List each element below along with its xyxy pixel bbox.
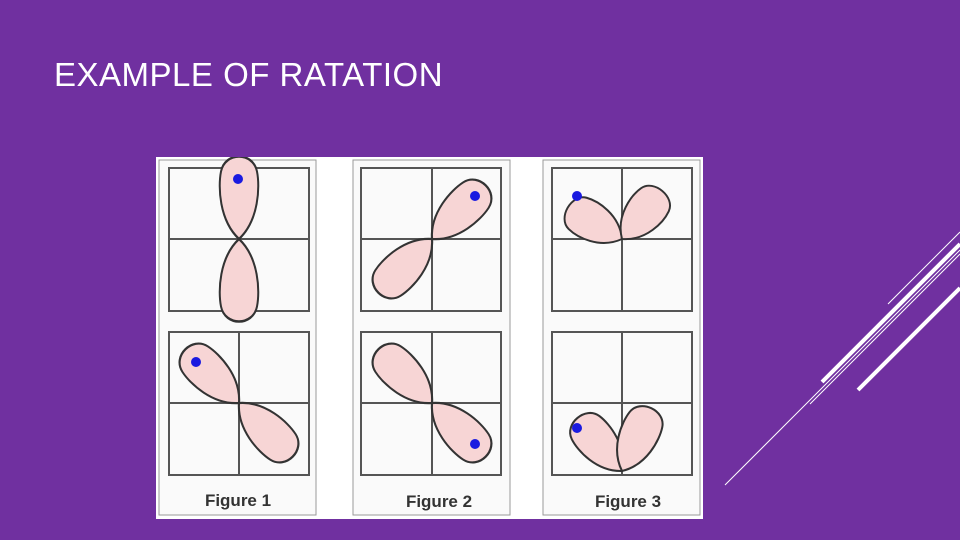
figure-2-bottom-lobes — [363, 334, 501, 472]
figure-3-top-lobes — [557, 177, 679, 257]
figure-2-caption: Figure 2 — [406, 492, 472, 511]
rotation-figures-image: Figure 1 — [156, 157, 703, 519]
figure-1-caption: Figure 1 — [205, 491, 271, 510]
figure-3-bottom-lobes — [561, 399, 670, 485]
figure-2-panel: Figure 2 — [352, 159, 511, 516]
figure-1-bottom-dot — [191, 357, 201, 367]
figure-2-top-lobes — [363, 170, 501, 308]
figure-2-top-dot — [470, 191, 480, 201]
figure-1-top-dot — [233, 174, 243, 184]
figure-3-top-dot — [572, 191, 582, 201]
figure-3-caption: Figure 3 — [595, 492, 661, 511]
figure-2-bottom-dot — [470, 439, 480, 449]
slide-title: EXAMPLE OF RATATION — [54, 56, 444, 93]
figure-1-panel: Figure 1 — [158, 157, 317, 516]
figure-3-bottom-dot — [572, 423, 582, 433]
figure-3-panel: Figure 3 — [542, 159, 701, 516]
figure-1-top-lobes — [218, 157, 260, 323]
figure-1-bottom-lobes — [170, 334, 308, 472]
